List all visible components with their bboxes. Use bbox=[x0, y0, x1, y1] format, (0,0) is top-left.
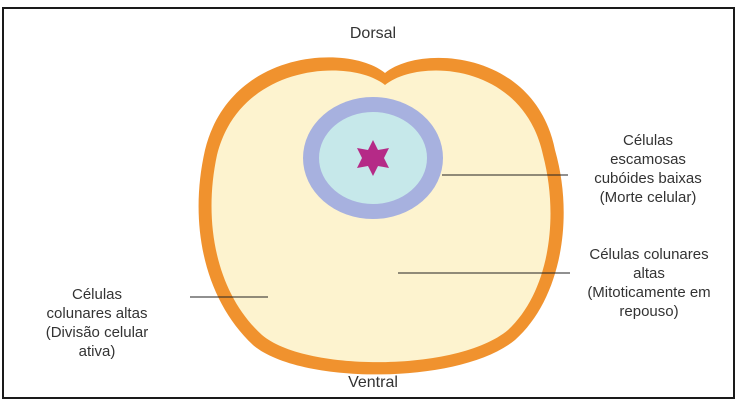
ventral-label: Ventral bbox=[313, 373, 433, 392]
label-left-columnar-cells: Células colunares altas (Divisão celular… bbox=[12, 285, 182, 361]
label-squamous-cells: Células escamosas cubóides baixas (Morte… bbox=[568, 131, 728, 207]
dorsal-label: Dorsal bbox=[313, 24, 433, 43]
label-right-columnar-cells: Células colunares altas (Mitoticamente e… bbox=[566, 245, 732, 321]
